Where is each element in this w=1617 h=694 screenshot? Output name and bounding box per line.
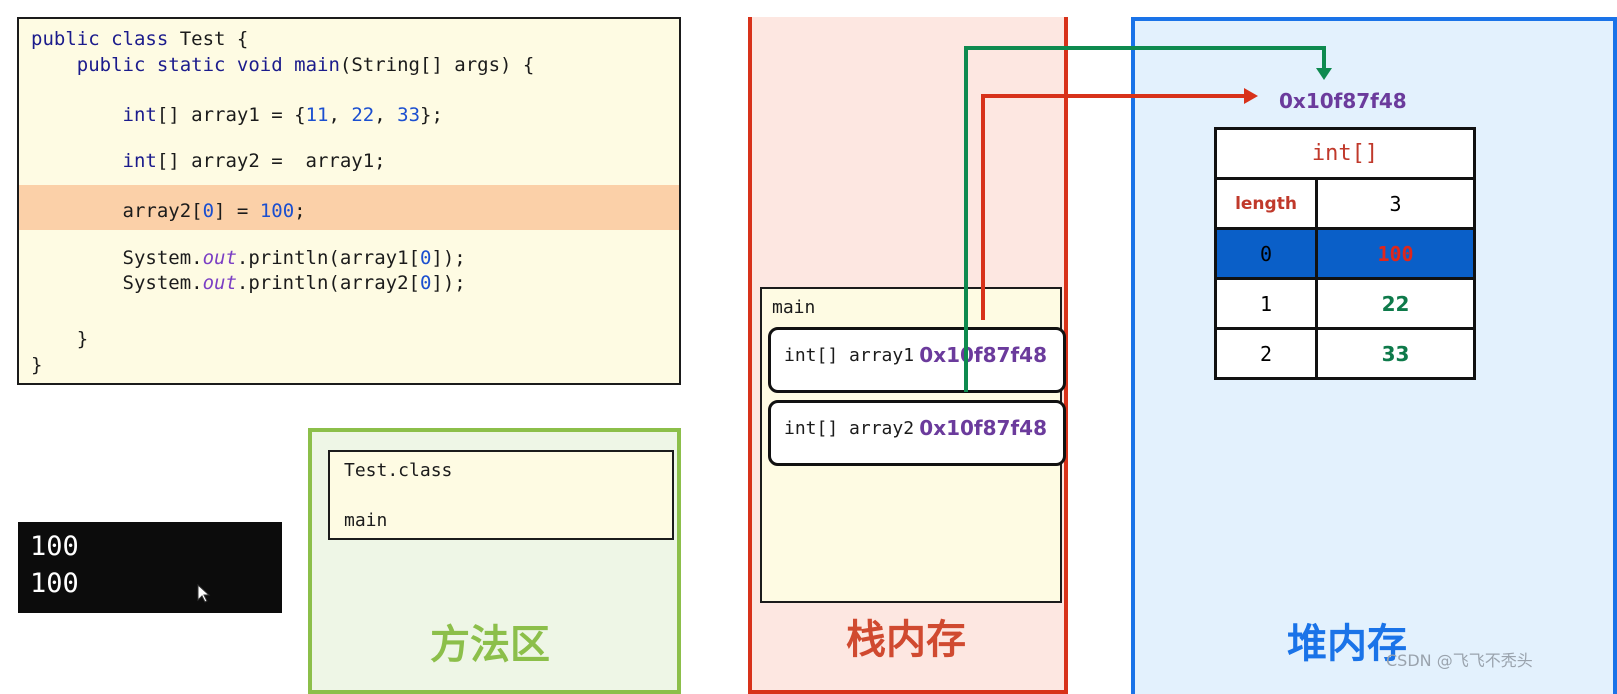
method-area-label: 方法区 <box>430 622 550 668</box>
stack-area: main int[] array1 0x10f87f48 int[] array… <box>748 17 1068 694</box>
code-line-1: public class Test { <box>31 28 249 50</box>
length-label: length <box>1214 177 1318 230</box>
highlighted-line <box>19 185 679 230</box>
array-value: 22 <box>1315 277 1476 330</box>
code-line-2: public static void main(String[] args) { <box>76 54 535 76</box>
stack-area-label: 栈内存 <box>846 617 966 663</box>
console-output: 100 100 <box>18 522 282 613</box>
heap-area-label: 堆内存 <box>1287 621 1407 667</box>
code-line-9: } <box>31 354 43 376</box>
mouse-cursor-icon <box>197 584 211 603</box>
var-address: 0x10f87f48 <box>919 343 1047 367</box>
var-decl: int[] array1 <box>784 345 915 366</box>
console-line: 100 <box>30 531 79 562</box>
class-name: Test.class <box>344 460 453 481</box>
array-value: 33 <box>1315 327 1476 380</box>
method-area: Test.class main 方法区 <box>308 428 681 694</box>
array-value: 100 <box>1315 227 1476 280</box>
heap-area: 0x10f87f48 int[] length 3 0 100 1 22 2 3… <box>1131 17 1617 694</box>
class-method: main <box>344 510 388 531</box>
code-line-7: System.out.println(array2[0]); <box>31 272 466 294</box>
main-stack-frame: main int[] array1 0x10f87f48 int[] array… <box>760 287 1066 603</box>
code-panel: public class Test { public static void m… <box>17 17 681 385</box>
code-line-8: } <box>31 328 89 350</box>
heap-object-address: 0x10f87f48 <box>1279 89 1407 113</box>
array-object-table: int[] length 3 0 100 1 22 2 33 <box>1214 127 1476 380</box>
var-address: 0x10f87f48 <box>919 416 1047 440</box>
array2-reference-arrow <box>964 46 1326 392</box>
var-decl: int[] array2 <box>784 418 915 439</box>
frame-label: main <box>772 297 816 318</box>
length-value: 3 <box>1315 177 1476 230</box>
array-index: 2 <box>1214 327 1318 380</box>
watermark: CSDN @飞飞不秃头 <box>1386 651 1533 670</box>
code-line-5: array2[0] = 100; <box>31 200 306 222</box>
stack-var-array2: int[] array2 0x10f87f48 <box>768 400 1066 466</box>
array2-arrow-head <box>1316 68 1332 80</box>
array-index: 0 <box>1214 227 1318 280</box>
console-line: 100 <box>30 568 79 599</box>
array-index: 1 <box>1214 277 1318 330</box>
array1-arrow-head <box>1244 88 1258 104</box>
array-type: int[] <box>1214 127 1476 180</box>
array1-reference-arrow <box>981 94 1246 320</box>
code-line-4: int[] array2 = array1; <box>122 150 386 172</box>
code-line-3: int[] array1 = {11, 22, 33}; <box>122 104 443 126</box>
code-line-6: System.out.println(array1[0]); <box>31 247 466 269</box>
stack-var-array1: int[] array1 0x10f87f48 <box>768 327 1066 393</box>
class-box: Test.class main <box>328 450 674 540</box>
